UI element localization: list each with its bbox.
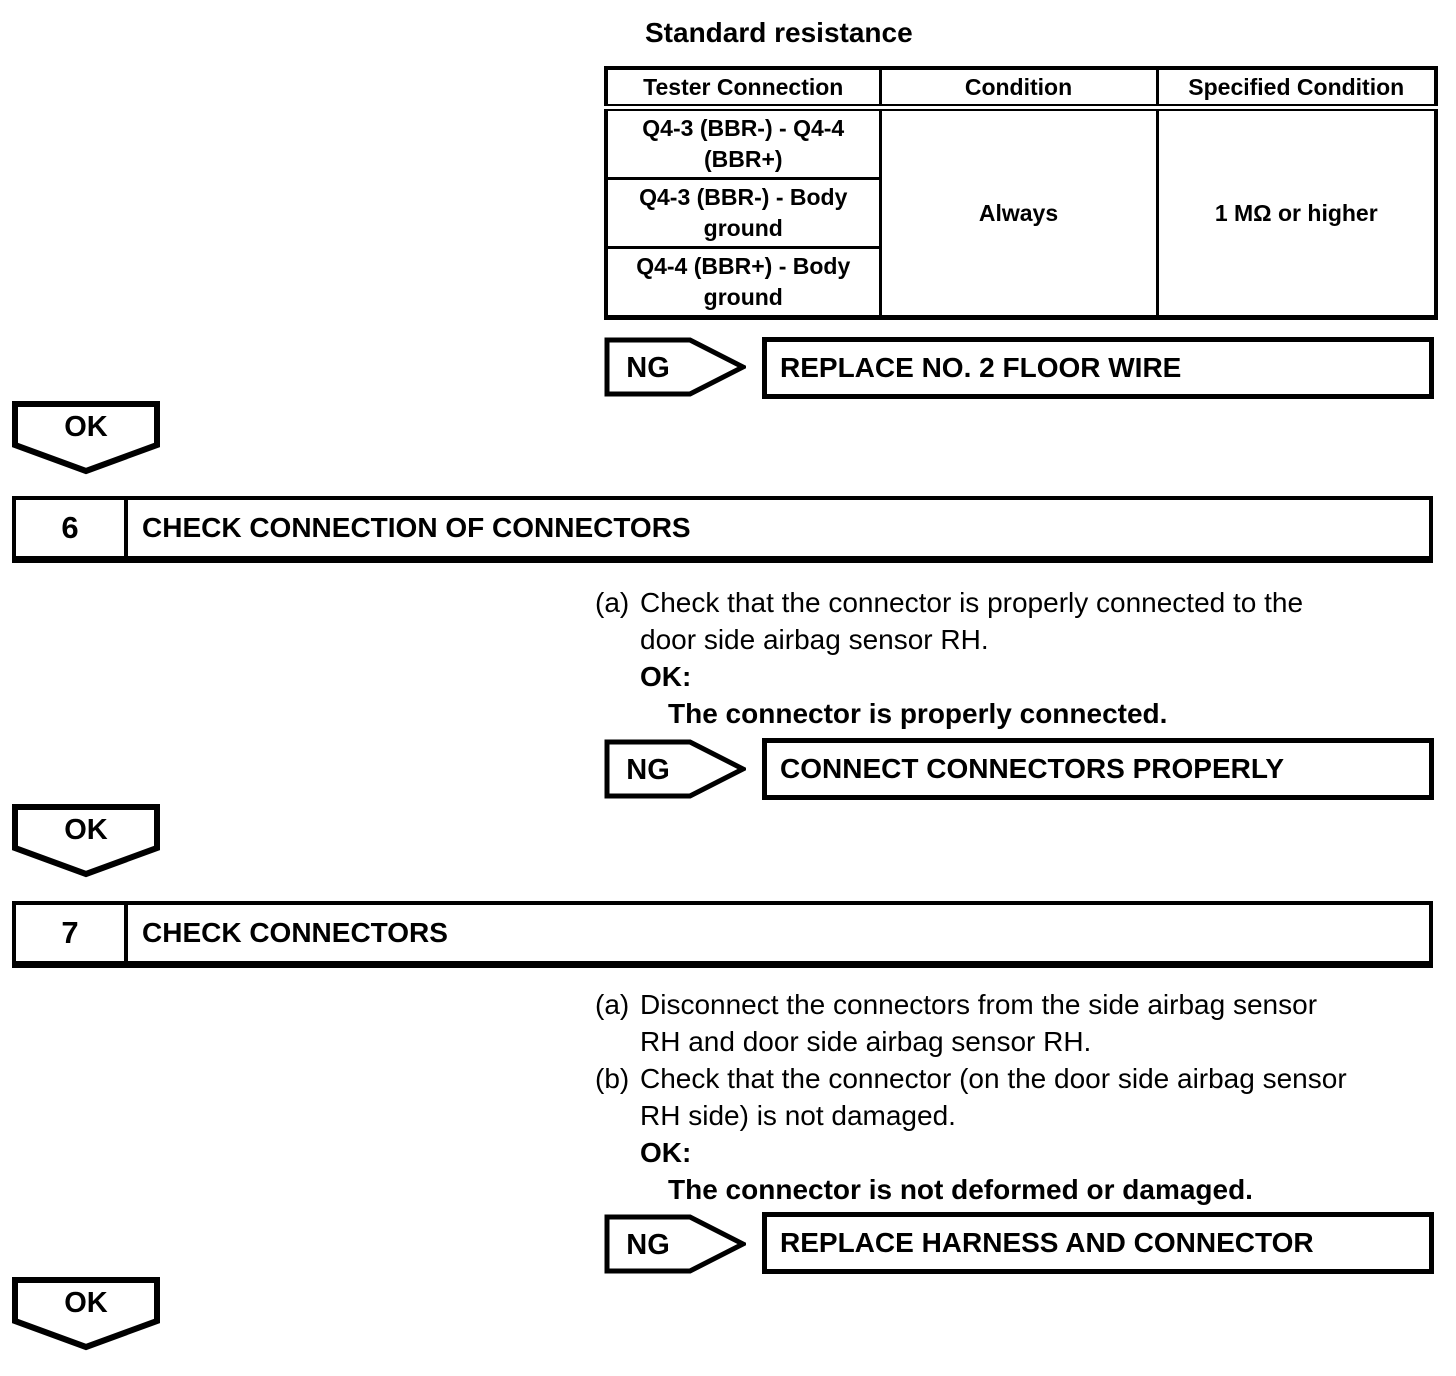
ok-arrow-icon: OK [12, 1277, 160, 1351]
ng-label: NG [626, 352, 670, 384]
step-7-procedure: (a) Disconnect the connectors from the s… [595, 986, 1440, 1208]
item-text-line: Check that the connector is properly con… [640, 587, 1304, 618]
procedure-item-a: (a) Disconnect the connectors from the s… [595, 986, 1440, 1023]
ng-arrow-shape [604, 1214, 746, 1274]
col-header-condition: Condition [878, 66, 1159, 111]
step-title: CHECK CONNECTORS [142, 917, 448, 948]
table-header-row: Tester Connection Condition Specified Co… [604, 66, 1438, 111]
col-header-specified-condition: Specified Condition [1155, 66, 1438, 111]
step-6-header: 6 CHECK CONNECTION OF CONNECTORS [12, 496, 1433, 563]
ok-heading: OK: [640, 1137, 692, 1168]
step-title: CHECK CONNECTION OF CONNECTORS [142, 512, 691, 543]
ng-arrow-icon: NG [604, 739, 746, 799]
ok-condition: The connector is properly connected. [668, 698, 1168, 729]
item-label: (b) [595, 1063, 630, 1094]
step-6-procedure: (a) Check that the connector is properly… [595, 584, 1440, 732]
ng-label: NG [626, 754, 670, 786]
ng-arrow-icon: NG [604, 1214, 746, 1274]
ok-label: OK [64, 814, 108, 846]
ng-label: NG [626, 1229, 670, 1261]
resistance-table: Tester Connection Condition Specified Co… [604, 66, 1438, 320]
item-text-line: Disconnect the connectors from the side … [640, 989, 1318, 1020]
action-box-replace-floor-wire: REPLACE NO. 2 FLOOR WIRE [762, 337, 1434, 399]
specified-condition-cell: 1 MΩ or higher [1155, 106, 1438, 319]
step-7-header: 7 CHECK CONNECTORS [12, 901, 1433, 968]
ng-arrow-shape [604, 337, 746, 397]
tester-connection-cell-3: Q4-4 (BBR+) - Body ground [604, 246, 882, 319]
ok-arrow-shape [12, 401, 160, 475]
item-text-line: Check that the connector (on the door si… [640, 1063, 1347, 1094]
action-text: CONNECT CONNECTORS PROPERLY [780, 753, 1285, 784]
ok-arrow-icon: OK [12, 804, 160, 878]
ok-arrow-shape [12, 1277, 160, 1351]
step-number: 7 [16, 905, 128, 961]
ok-arrow-shape [12, 804, 160, 878]
condition-cell: Always [878, 106, 1159, 319]
ng-arrow-icon: NG [604, 337, 746, 397]
table-row: Q4-3 (BBR-) - Body ground [604, 177, 1436, 249]
item-label: (a) [595, 989, 630, 1020]
step-number: 6 [16, 500, 128, 556]
item-text-line: door side airbag sensor RH. [640, 624, 989, 655]
ok-arrow-icon: OK [12, 401, 160, 475]
tester-connection-cell-2: Q4-3 (BBR-) - Body ground [604, 177, 882, 249]
action-box-replace-harness: REPLACE HARNESS AND CONNECTOR [762, 1212, 1434, 1274]
tester-connection-cell-1: Q4-3 (BBR-) - Q4-4 (BBR+) [604, 106, 882, 180]
col-header-tester-connection: Tester Connection [604, 66, 882, 111]
item-label: (a) [595, 587, 630, 618]
action-text: REPLACE NO. 2 FLOOR WIRE [780, 352, 1182, 383]
table-row: Q4-3 (BBR-) - Q4-4 (BBR+) Always 1 MΩ or… [604, 106, 1438, 319]
item-text-line: RH side) is not damaged. [640, 1100, 956, 1131]
procedure-item-a: (a) Check that the connector is properly… [595, 584, 1440, 621]
ok-label: OK [64, 1287, 108, 1319]
procedure-item-b: (b) Check that the connector (on the doo… [595, 1060, 1440, 1097]
ok-label: OK [64, 411, 108, 443]
item-text-line: RH and door side airbag sensor RH. [640, 1026, 1092, 1057]
action-box-connect-connectors: CONNECT CONNECTORS PROPERLY [762, 738, 1434, 800]
standard-resistance-title: Standard resistance [645, 17, 913, 48]
table-row: Q4-4 (BBR+) - Body ground [604, 246, 1436, 319]
ok-condition: The connector is not deformed or damaged… [668, 1174, 1253, 1205]
action-text: REPLACE HARNESS AND CONNECTOR [780, 1227, 1314, 1258]
ok-heading: OK: [640, 661, 692, 692]
ng-arrow-shape [604, 739, 746, 799]
